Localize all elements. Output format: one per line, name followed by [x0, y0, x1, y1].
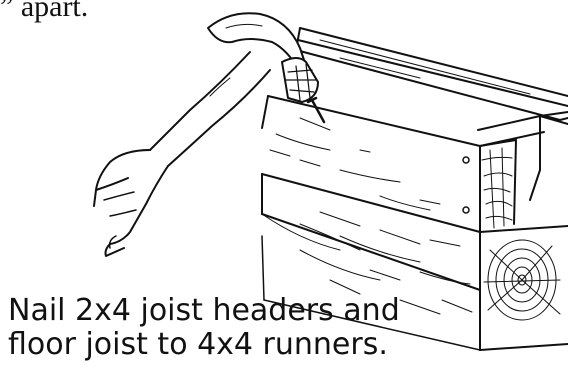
nail-icon [308, 98, 324, 122]
caption-line-1: Nail 2x4 joist headers and [8, 294, 400, 328]
caption-line-2: floor joist to 4x4 runners. [8, 328, 400, 362]
joist-header-board [296, 28, 568, 120]
hand-icon [94, 150, 168, 256]
step-caption: Nail 2x4 joist headers and floor joist t… [8, 294, 400, 362]
floor-joist-2x4 [262, 96, 544, 232]
hammer-icon [150, 13, 318, 166]
end-grain-rings [484, 240, 560, 320]
